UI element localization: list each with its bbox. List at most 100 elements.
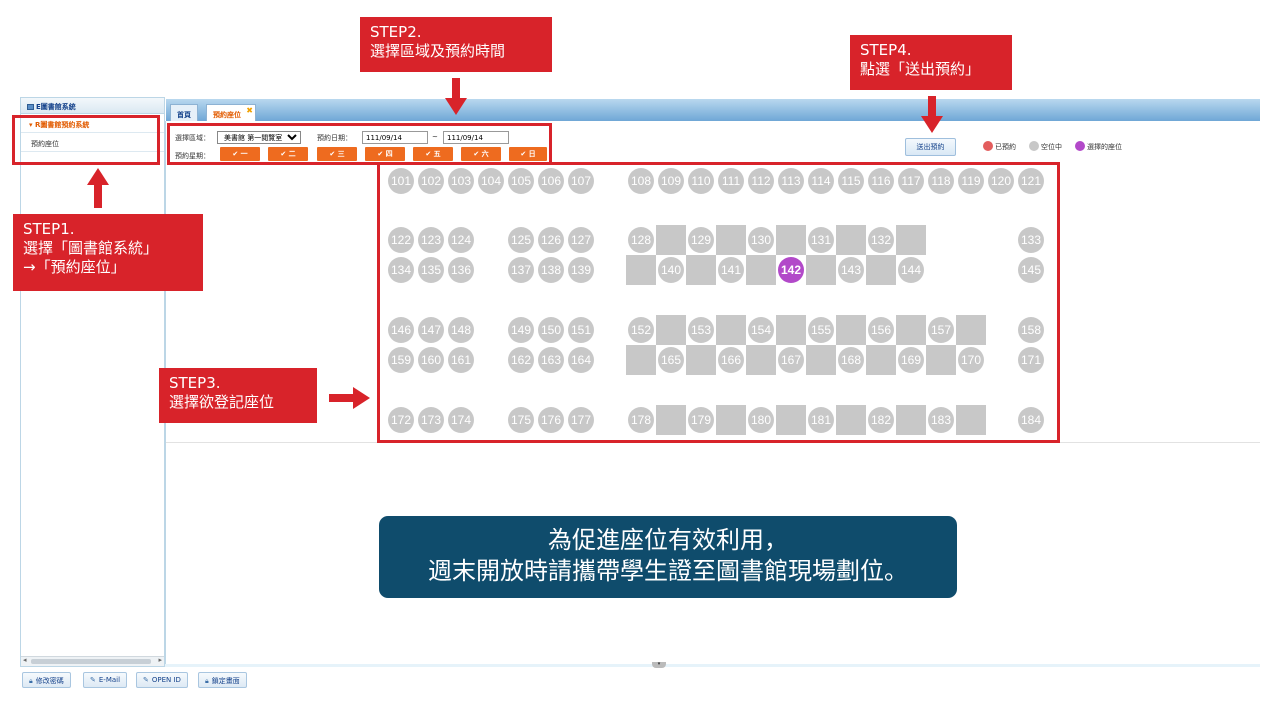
seat-158[interactable]: 158: [1018, 317, 1044, 343]
seat-110[interactable]: 110: [688, 168, 714, 194]
seat-137[interactable]: 137: [508, 257, 534, 283]
seat-174[interactable]: 174: [448, 407, 474, 433]
seat-172[interactable]: 172: [388, 407, 414, 433]
seat-117[interactable]: 117: [898, 168, 924, 194]
seat-130[interactable]: 130: [748, 227, 774, 253]
seat-106[interactable]: 106: [538, 168, 564, 194]
seat-168[interactable]: 168: [838, 347, 864, 373]
seat-161[interactable]: 161: [448, 347, 474, 373]
seat-103[interactable]: 103: [448, 168, 474, 194]
date-from-input[interactable]: 111/09/14: [362, 131, 428, 144]
seat-142[interactable]: 142: [778, 257, 804, 283]
seat-125[interactable]: 125: [508, 227, 534, 253]
date-to-input[interactable]: 111/09/14: [443, 131, 509, 144]
seat-148[interactable]: 148: [448, 317, 474, 343]
seat-133[interactable]: 133: [1018, 227, 1044, 253]
seat-171[interactable]: 171: [1018, 347, 1044, 373]
seat-141[interactable]: 141: [718, 257, 744, 283]
seat-112[interactable]: 112: [748, 168, 774, 194]
seat-176[interactable]: 176: [538, 407, 564, 433]
seat-111[interactable]: 111: [718, 168, 744, 194]
seat-109[interactable]: 109: [658, 168, 684, 194]
seat-126[interactable]: 126: [538, 227, 564, 253]
seat-134[interactable]: 134: [388, 257, 414, 283]
seat-183[interactable]: 183: [928, 407, 954, 433]
seat-146[interactable]: 146: [388, 317, 414, 343]
seat-144[interactable]: 144: [898, 257, 924, 283]
seat-102[interactable]: 102: [418, 168, 444, 194]
seat-135[interactable]: 135: [418, 257, 444, 283]
seat-182[interactable]: 182: [868, 407, 894, 433]
weekday-button-tue[interactable]: ✔ 二: [268, 147, 308, 161]
seat-159[interactable]: 159: [388, 347, 414, 373]
seat-155[interactable]: 155: [808, 317, 834, 343]
seat-163[interactable]: 163: [538, 347, 564, 373]
seat-150[interactable]: 150: [538, 317, 564, 343]
seat-175[interactable]: 175: [508, 407, 534, 433]
seat-131[interactable]: 131: [808, 227, 834, 253]
weekday-button-mon[interactable]: ✔ 一: [220, 147, 260, 161]
seat-121[interactable]: 121: [1018, 168, 1044, 194]
seat-178[interactable]: 178: [628, 407, 654, 433]
seat-140[interactable]: 140: [658, 257, 684, 283]
weekday-button-sat[interactable]: ✔ 六: [461, 147, 501, 161]
weekday-button-wed[interactable]: ✔ 三: [317, 147, 357, 161]
weekday-button-thu[interactable]: ✔ 四: [365, 147, 405, 161]
seat-156[interactable]: 156: [868, 317, 894, 343]
seat-173[interactable]: 173: [418, 407, 444, 433]
tab-reserve-seat[interactable]: 預約座位✖: [206, 104, 256, 121]
seat-118[interactable]: 118: [928, 168, 954, 194]
scroll-right-icon[interactable]: ▸: [158, 656, 162, 664]
seat-180[interactable]: 180: [748, 407, 774, 433]
seat-167[interactable]: 167: [778, 347, 804, 373]
seat-139[interactable]: 139: [568, 257, 594, 283]
seat-151[interactable]: 151: [568, 317, 594, 343]
seat-177[interactable]: 177: [568, 407, 594, 433]
seat-104[interactable]: 104: [478, 168, 504, 194]
seat-162[interactable]: 162: [508, 347, 534, 373]
seat-114[interactable]: 114: [808, 168, 834, 194]
sidebar-scrollbar[interactable]: ◂ ▸: [21, 656, 164, 666]
open-id-button[interactable]: ✎OPEN ID: [136, 672, 188, 688]
tab-home[interactable]: 首頁: [170, 104, 198, 121]
scroll-left-icon[interactable]: ◂: [23, 656, 27, 664]
seat-136[interactable]: 136: [448, 257, 474, 283]
seat-138[interactable]: 138: [538, 257, 564, 283]
area-select[interactable]: 美書館 第一閱覽室: [217, 131, 301, 144]
send-reservation-button[interactable]: 送出預約: [905, 138, 956, 156]
seat-129[interactable]: 129: [688, 227, 714, 253]
seat-124[interactable]: 124: [448, 227, 474, 253]
change-password-button[interactable]: 🔒︎修改密碼: [22, 672, 71, 688]
seat-115[interactable]: 115: [838, 168, 864, 194]
collapse-handle-icon[interactable]: ▾: [652, 662, 666, 668]
seat-184[interactable]: 184: [1018, 407, 1044, 433]
seat-123[interactable]: 123: [418, 227, 444, 253]
seat-160[interactable]: 160: [418, 347, 444, 373]
seat-153[interactable]: 153: [688, 317, 714, 343]
sidebar-item-reserve-seat[interactable]: 預約座位: [21, 133, 164, 152]
seat-113[interactable]: 113: [778, 168, 804, 194]
seat-143[interactable]: 143: [838, 257, 864, 283]
seat-164[interactable]: 164: [568, 347, 594, 373]
seat-132[interactable]: 132: [868, 227, 894, 253]
weekday-button-sun[interactable]: ✔ 日: [509, 147, 547, 161]
seat-122[interactable]: 122: [388, 227, 414, 253]
lock-screen-button[interactable]: 🔒︎鎖定畫面: [198, 672, 247, 688]
seat-127[interactable]: 127: [568, 227, 594, 253]
seat-105[interactable]: 105: [508, 168, 534, 194]
seat-120[interactable]: 120: [988, 168, 1014, 194]
seat-154[interactable]: 154: [748, 317, 774, 343]
seat-169[interactable]: 169: [898, 347, 924, 373]
sidebar-item-reservation-system[interactable]: ▾ R圖書館預約系統: [21, 114, 164, 133]
seat-128[interactable]: 128: [628, 227, 654, 253]
seat-116[interactable]: 116: [868, 168, 894, 194]
seat-145[interactable]: 145: [1018, 257, 1044, 283]
seat-101[interactable]: 101: [388, 168, 414, 194]
seat-170[interactable]: 170: [958, 347, 984, 373]
weekday-button-fri[interactable]: ✔ 五: [413, 147, 453, 161]
seat-108[interactable]: 108: [628, 168, 654, 194]
email-button[interactable]: ✎E-Mail: [83, 672, 128, 688]
seat-149[interactable]: 149: [508, 317, 534, 343]
seat-147[interactable]: 147: [418, 317, 444, 343]
seat-107[interactable]: 107: [568, 168, 594, 194]
